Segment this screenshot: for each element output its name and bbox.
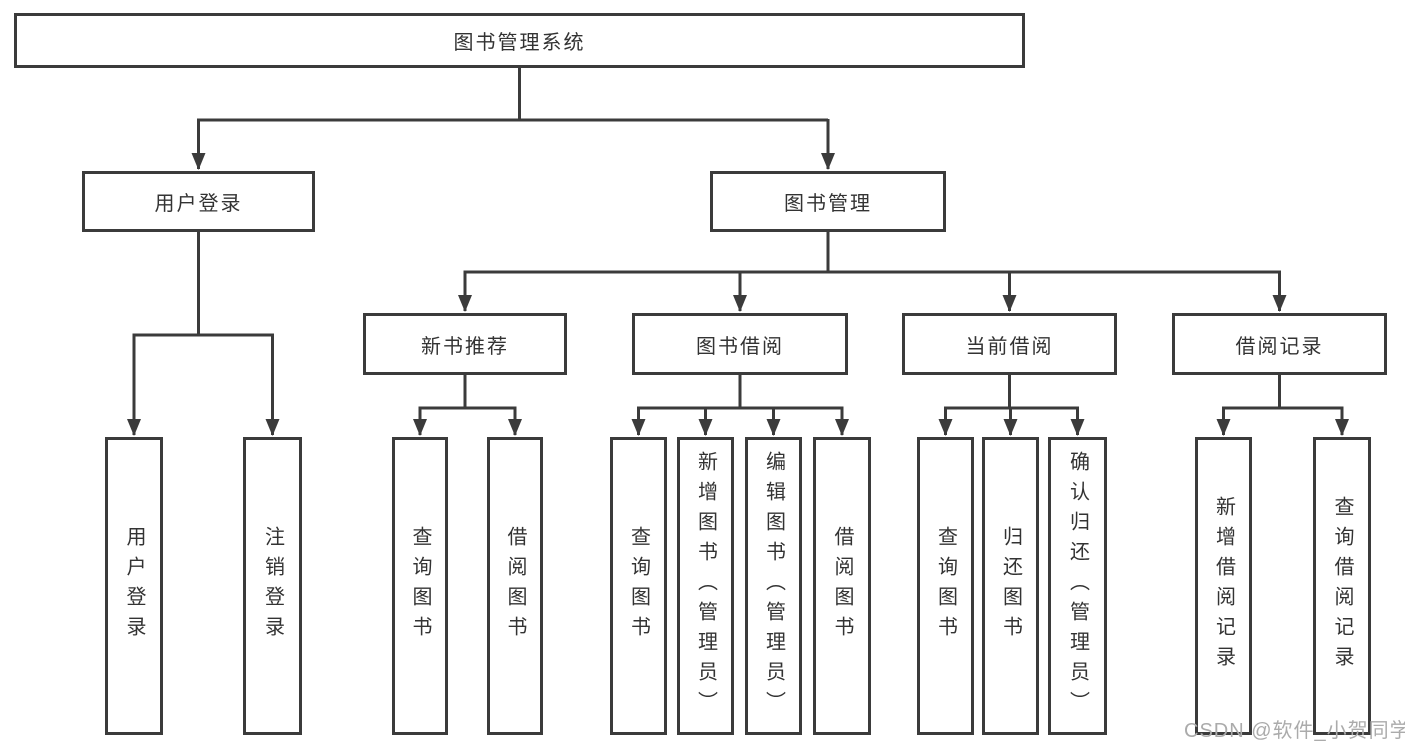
leaf-current-confirm-return-admin-label: 确认归还（管理员） [1066, 451, 1089, 721]
leaf-current-query-book-label: 查询图书 [934, 526, 957, 646]
leaf-user-login-label: 用户登录 [123, 526, 145, 646]
leaf-borrow-borrow-book: 借阅图书 [813, 437, 871, 735]
leaf-records-add-record-label: 新增借阅记录 [1212, 496, 1235, 676]
node-current-borrowing: 当前借阅 [902, 313, 1117, 375]
leaf-logout: 注销登录 [243, 437, 302, 735]
leaf-newbook-borrow-book-label: 借阅图书 [504, 526, 526, 646]
leaf-records-query-record: 查询借阅记录 [1313, 437, 1371, 735]
node-book-borrowing: 图书借阅 [632, 313, 848, 375]
node-book-management-label: 图书管理 [784, 193, 872, 215]
leaf-records-query-record-label: 查询借阅记录 [1331, 496, 1353, 676]
leaf-current-query-book: 查询图书 [917, 437, 974, 735]
leaf-newbook-borrow-book: 借阅图书 [487, 437, 543, 735]
node-user-login: 用户登录 [82, 171, 315, 232]
node-new-book-recommend: 新书推荐 [363, 313, 567, 375]
leaf-borrow-add-book-admin-label: 新增图书（管理员） [694, 451, 717, 721]
node-book-management: 图书管理 [710, 171, 946, 232]
leaf-newbook-query-book-label: 查询图书 [409, 526, 431, 646]
leaf-borrow-edit-book-admin: 编辑图书（管理员） [745, 437, 802, 735]
node-borrowing-records-label: 借阅记录 [1235, 335, 1324, 358]
leaf-borrow-query-book-label: 查询图书 [627, 526, 650, 646]
node-book-borrowing-label: 图书借阅 [696, 335, 784, 358]
leaf-logout-label: 注销登录 [261, 526, 284, 646]
leaf-current-return-book: 归还图书 [982, 437, 1039, 735]
leaf-current-return-book-label: 归还图书 [999, 526, 1022, 646]
leaf-borrow-borrow-book-label: 借阅图书 [831, 526, 853, 646]
node-new-book-recommend-label: 新书推荐 [421, 335, 509, 358]
watermark-text: CSDN @软件_小贺同学 [1184, 720, 1405, 742]
node-current-borrowing-label: 当前借阅 [965, 335, 1054, 358]
node-library-system-label: 图书管理系统 [453, 32, 586, 54]
leaf-current-confirm-return-admin: 确认归还（管理员） [1048, 437, 1107, 735]
leaf-borrow-query-book: 查询图书 [610, 437, 667, 735]
leaf-user-login: 用户登录 [105, 437, 163, 735]
leaf-newbook-query-book: 查询图书 [392, 437, 448, 735]
leaf-borrow-edit-book-admin-label: 编辑图书（管理员） [762, 451, 785, 721]
node-borrowing-records: 借阅记录 [1172, 313, 1387, 375]
node-library-system: 图书管理系统 [14, 13, 1025, 68]
leaf-borrow-add-book-admin: 新增图书（管理员） [677, 437, 734, 735]
leaf-records-add-record: 新增借阅记录 [1195, 437, 1252, 735]
node-user-login-label: 用户登录 [154, 193, 243, 215]
